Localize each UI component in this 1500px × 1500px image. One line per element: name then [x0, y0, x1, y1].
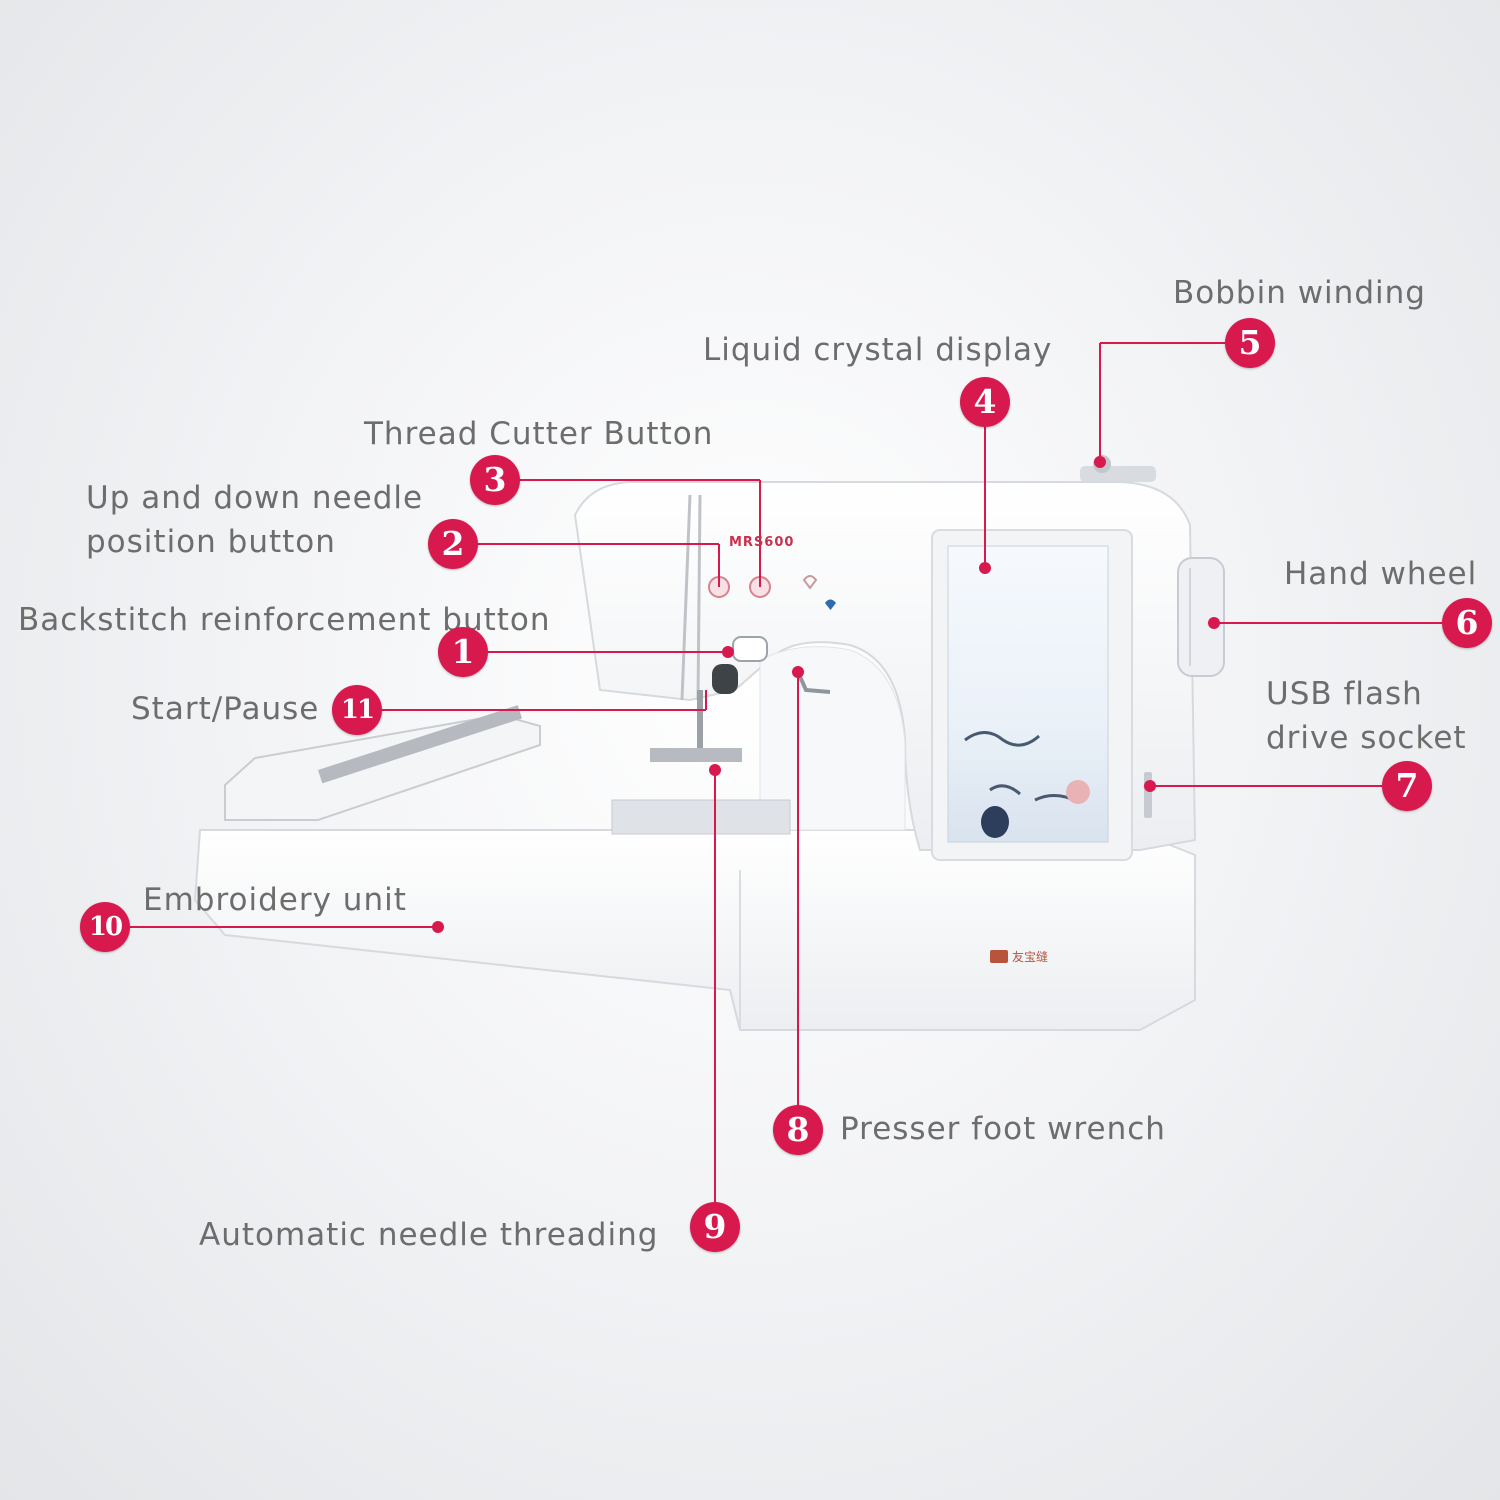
bobbin-winder	[1080, 466, 1156, 482]
backstitch-button-shape	[732, 636, 768, 662]
callout-number-9: 9	[690, 1202, 740, 1252]
brand-logo: 友宝缝	[990, 948, 1048, 965]
anchor-dot-10	[432, 921, 444, 933]
label-thread-cutter-button: Thread Cutter Button	[364, 416, 714, 452]
brand-logo-text: 友宝缝	[1012, 950, 1049, 964]
thread-path	[680, 494, 702, 701]
anchor-dot-6	[1208, 617, 1220, 629]
label-automatic-needle-threading: Automatic needle threading	[199, 1217, 659, 1253]
lcd-flower	[1066, 780, 1090, 804]
arm-recess	[759, 646, 906, 831]
heart-icon	[802, 575, 818, 590]
callout-number-7: 7	[1382, 761, 1432, 811]
callout-number-6: 6	[1442, 598, 1492, 648]
embroidery-arm	[224, 713, 541, 821]
sewing-machine	[193, 455, 1225, 1031]
label-up-down-needle-position-button: Up and down needle position button	[86, 480, 424, 560]
callout-number-5: 5	[1225, 318, 1275, 368]
anchor-dot-4	[979, 562, 991, 574]
embroidery-clamp	[318, 705, 523, 784]
presser-foot	[650, 748, 742, 762]
callout-number-2: 2	[428, 519, 478, 569]
label-usb-flash-drive-socket: USB flash drive socket	[1266, 676, 1467, 756]
anchor-dot-8	[792, 666, 804, 678]
lcd-vase	[981, 806, 1009, 838]
needle-plate	[611, 799, 791, 835]
anchor-dot-7	[1144, 780, 1156, 792]
label-start-pause: Start/Pause	[131, 691, 320, 727]
callout-number-1: 1	[438, 627, 488, 677]
anchor-dot-9	[709, 764, 721, 776]
callout-number-3: 3	[470, 455, 520, 505]
usb-socket	[1144, 772, 1152, 818]
callout-number-11: 11	[332, 685, 382, 735]
brand-logo-mark	[990, 950, 1008, 963]
label-presser-foot-wrench: Presser foot wrench	[840, 1111, 1166, 1147]
anchor-dot-5	[1094, 456, 1106, 468]
leader-lines	[130, 342, 1442, 1202]
heart-icon-blue	[825, 599, 836, 610]
label-hand-wheel: Hand wheel	[1284, 556, 1478, 592]
callout-number-10: 10	[80, 902, 130, 952]
label-bobbin-winding: Bobbin winding	[1173, 275, 1426, 311]
label-liquid-crystal-display: Liquid crystal display	[703, 332, 1053, 368]
callout-number-8: 8	[773, 1105, 823, 1155]
label-embroidery-unit: Embroidery unit	[143, 882, 407, 918]
start-pause-button-shape	[712, 664, 738, 694]
anchor-dot-1	[722, 646, 734, 658]
presser-foot-wrench-shape	[796, 671, 831, 694]
callout-number-4: 4	[960, 377, 1010, 427]
model-badge: MRS600	[729, 535, 795, 550]
